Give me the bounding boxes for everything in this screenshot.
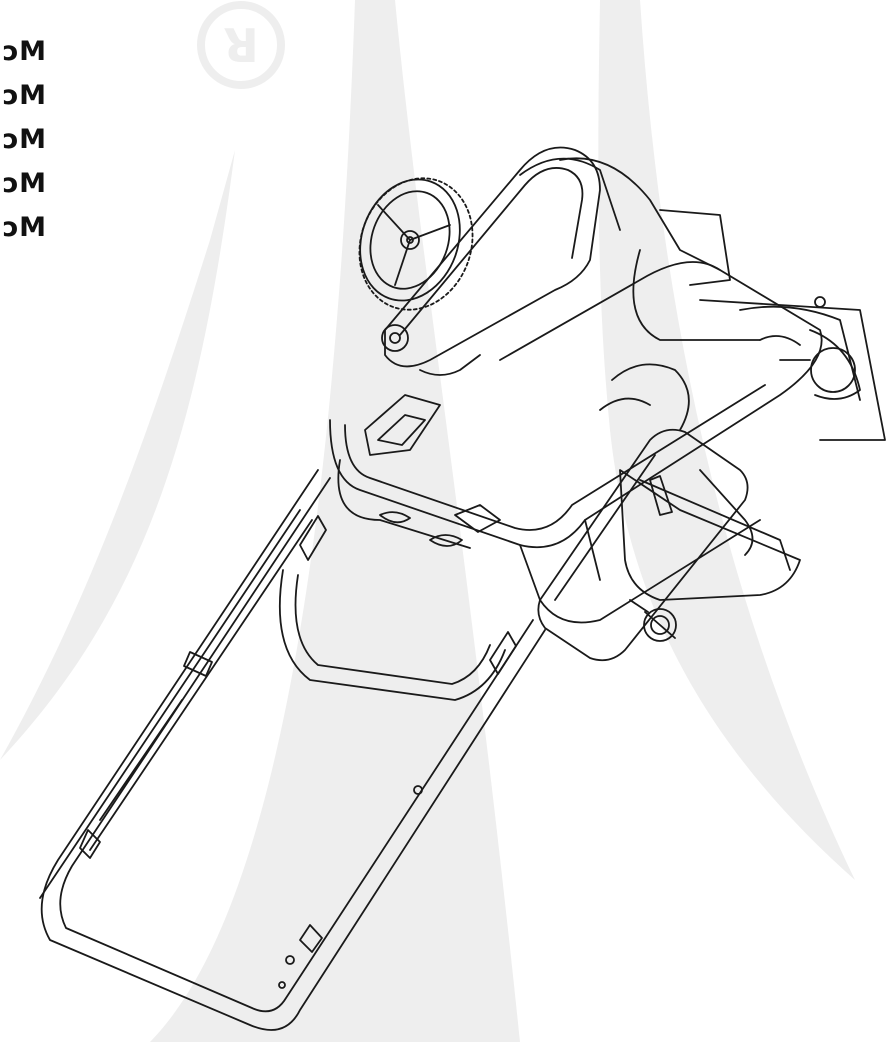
watermark-letter: R [223,17,258,71]
auger-housing-icon [330,262,822,623]
belt-cover-icon [382,148,600,376]
wheel-icon [341,162,490,326]
auger-icon [520,158,885,440]
knob-icon [630,600,676,641]
handle-icon [40,470,545,1030]
chute-icon [538,364,800,660]
